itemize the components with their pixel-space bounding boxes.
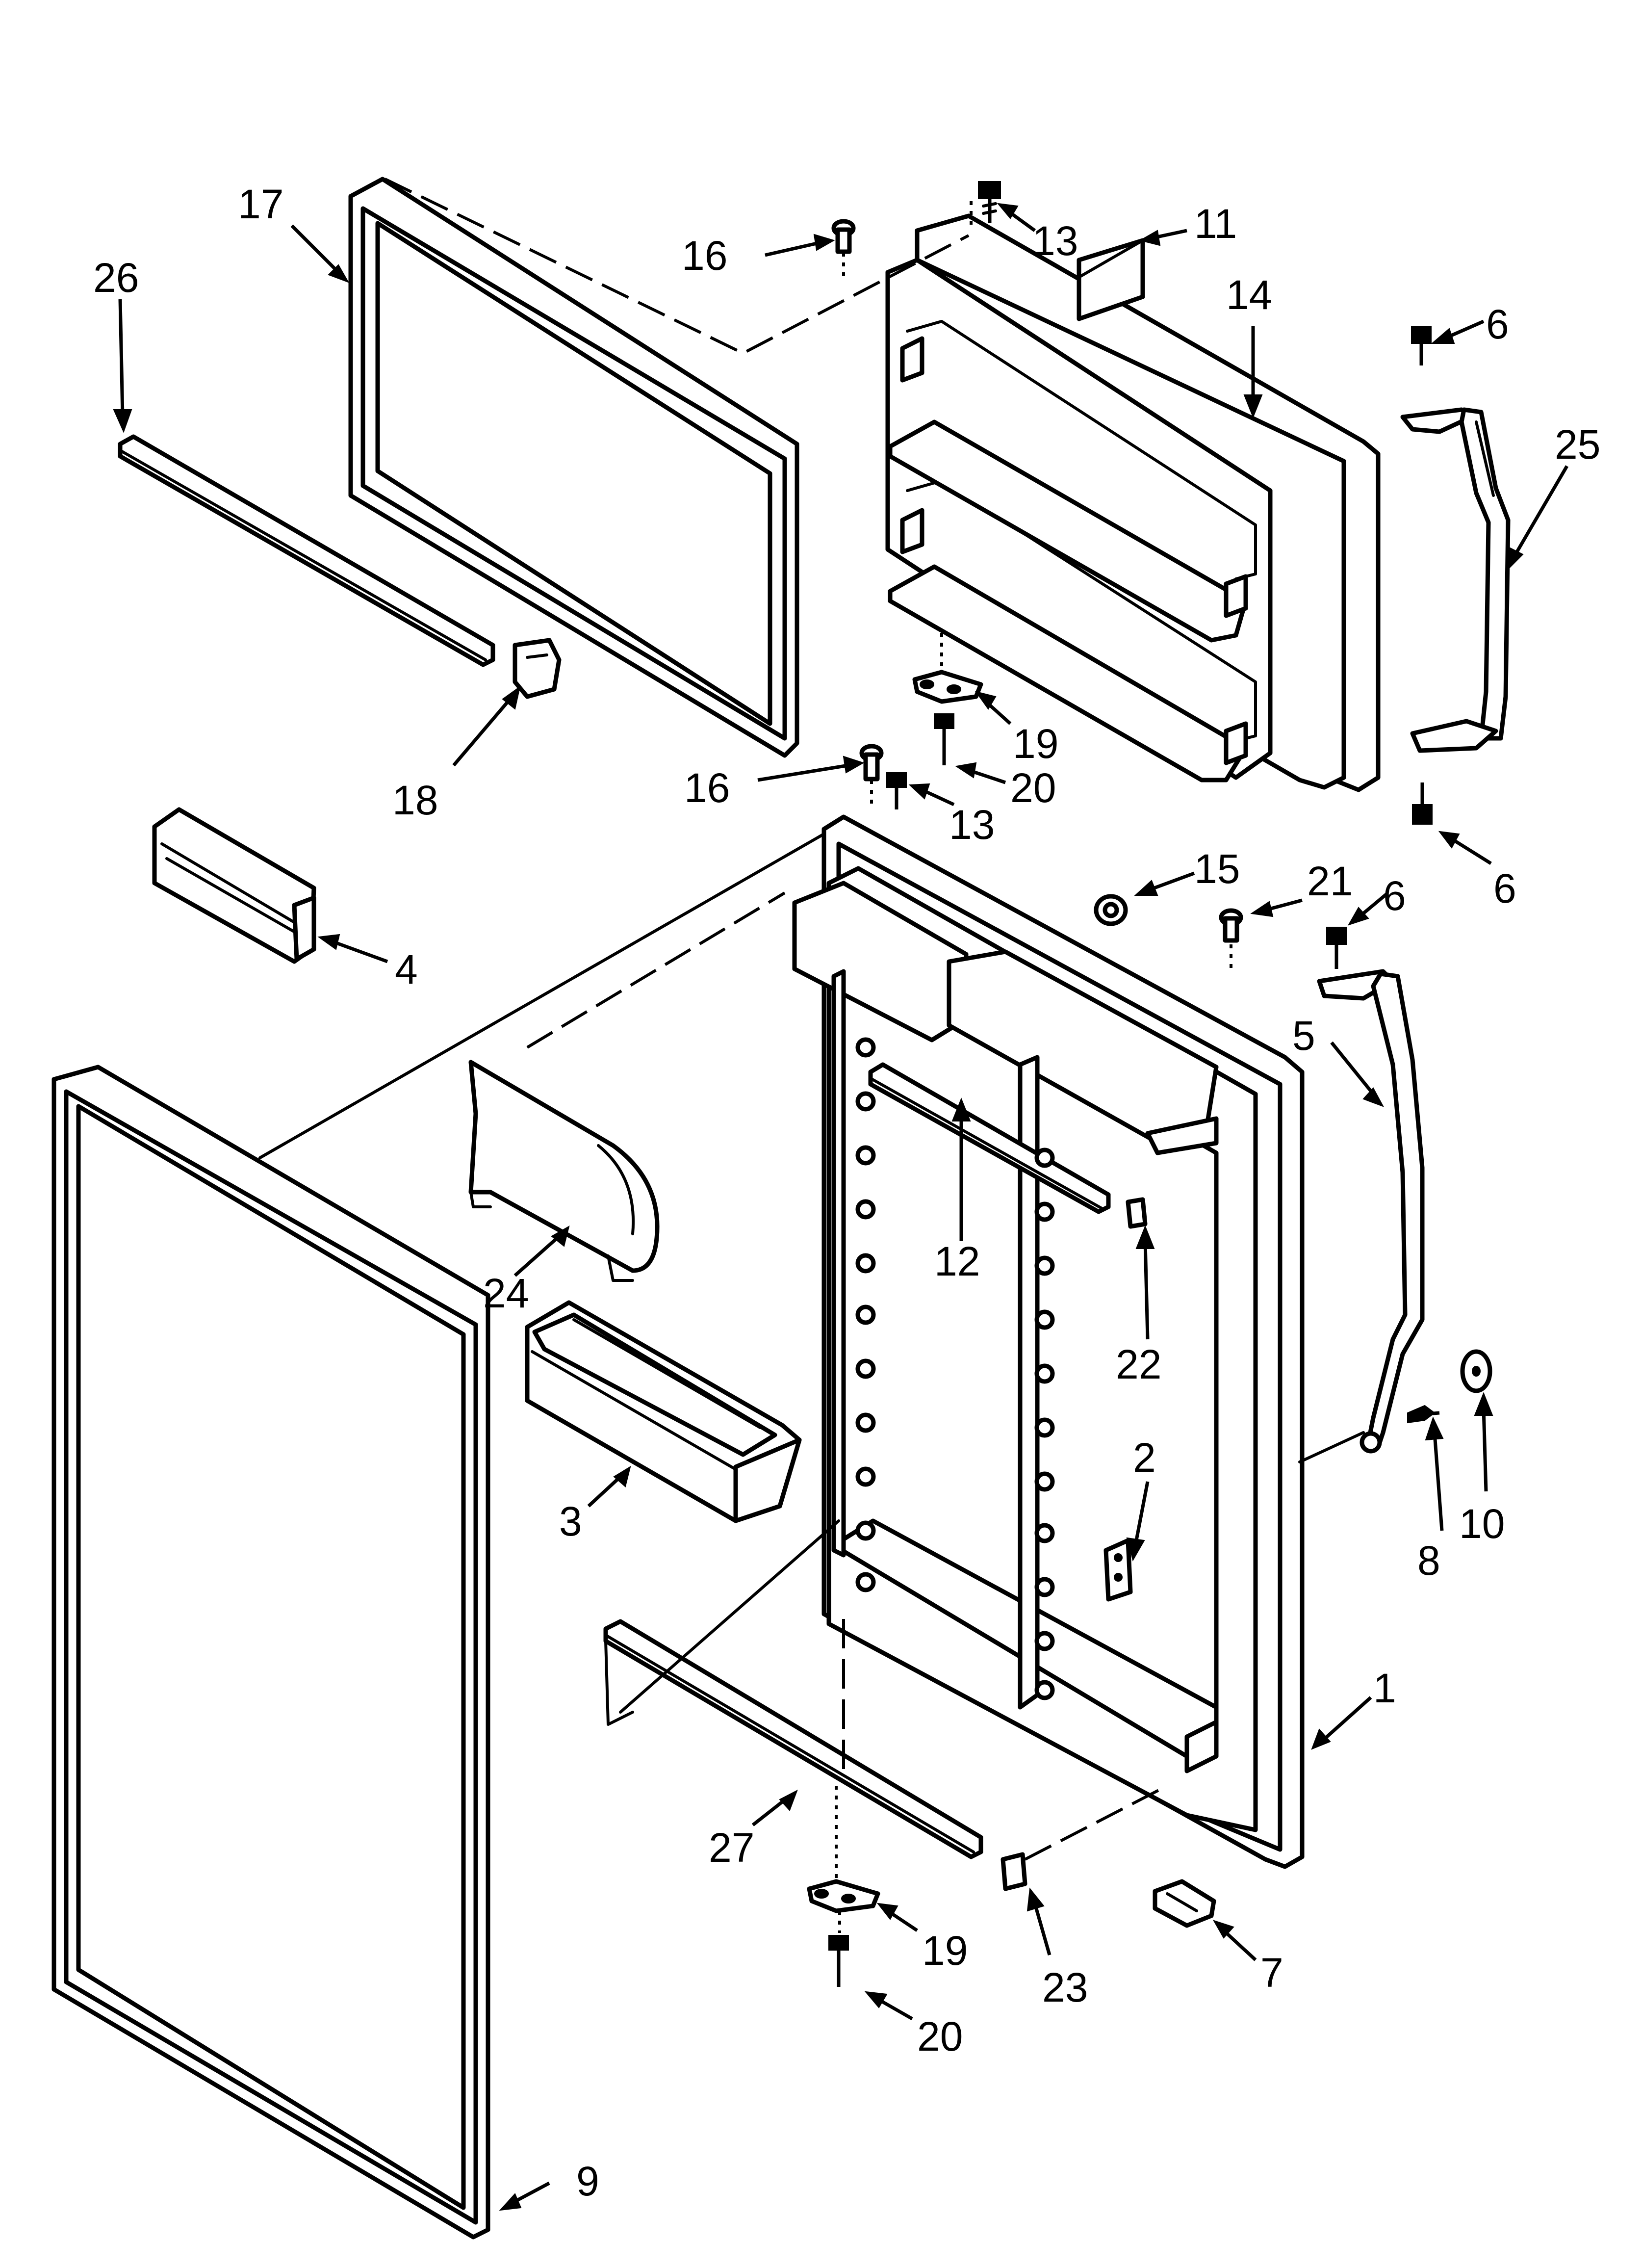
callout-16: 16: [682, 233, 727, 279]
callout-17: 17: [238, 181, 283, 227]
callout-19: 19: [922, 1928, 968, 1974]
callout-6: 6: [1383, 873, 1406, 919]
part-5-refrigerator-door-handle: [1317, 969, 1425, 1454]
part-6-screw-c: [1326, 927, 1347, 969]
part-24-dairy-door: [468, 1060, 660, 1282]
callout-24: 24: [483, 1270, 529, 1316]
callout-6: 6: [1493, 865, 1516, 912]
callout-12: 12: [934, 1238, 980, 1284]
part-16-plug-top: [831, 201, 973, 280]
part-4-shelf-front: [152, 807, 316, 964]
part-22-trim-end-cap: [1126, 1197, 1148, 1229]
callout-20: 20: [1010, 765, 1056, 811]
callout-21: 21: [1307, 858, 1353, 904]
part-12-door-shelf-trim: [868, 1062, 1111, 1214]
callout-15: 15: [1194, 846, 1240, 892]
guide-lines: [258, 239, 1365, 1714]
callout-26: 26: [93, 255, 139, 301]
part-16-plug-middle: [859, 744, 884, 809]
part-6-screw-a: [1411, 326, 1432, 365]
callout-7: 7: [1260, 1950, 1283, 1996]
callout-9: 9: [576, 2158, 599, 2204]
part-21-plug: [1219, 908, 1243, 974]
callout-4: 4: [395, 946, 418, 992]
callout-1: 1: [1373, 1665, 1396, 1711]
leader-arrows: [113, 203, 1569, 2211]
callout-6: 6: [1486, 301, 1509, 347]
callout-3: 3: [559, 1498, 582, 1544]
callout-27: 27: [709, 1825, 754, 1871]
part-1-refrigerator-door: [792, 814, 1305, 1869]
callout-14: 14: [1226, 272, 1272, 318]
callout-13: 13: [1032, 218, 1078, 264]
callout-labels: 17 26 16 13 11 14 6 25 18 19 16 20 13 6 …: [93, 181, 1600, 2204]
callout-2: 2: [1133, 1434, 1156, 1481]
part-20-screw-top: [934, 713, 954, 765]
door-liner-dimples: [855, 1037, 1055, 1700]
callout-8: 8: [1417, 1538, 1440, 1584]
callout-25: 25: [1555, 421, 1600, 468]
callout-20: 20: [917, 2013, 963, 2059]
part-13-screw-middle: [886, 772, 907, 809]
part-7-hinge-bracket: [1153, 1879, 1216, 1928]
callout-11: 11: [1194, 201, 1237, 247]
part-3-door-bin: [525, 1300, 802, 1523]
part-10-screw-cover: [1460, 1349, 1492, 1393]
callout-23: 23: [1042, 1964, 1088, 2010]
callout-18: 18: [392, 777, 438, 823]
part-8-handle-screw: [1407, 1405, 1440, 1424]
part-11-label: [1077, 238, 1145, 321]
callout-16: 16: [684, 765, 730, 811]
part-14-freezer-door-liner: [885, 213, 1381, 792]
part-20-screw-bottom: [828, 1911, 849, 1987]
part-25-freezer-door-handle: [1400, 407, 1511, 753]
callout-10: 10: [1459, 1501, 1505, 1547]
part-19-hinge-bottom: [807, 1786, 880, 1913]
part-6-screw-b: [1412, 782, 1433, 825]
part-15-plug-button: [1094, 894, 1128, 926]
callout-19: 19: [1013, 721, 1058, 767]
callout-13: 13: [949, 802, 995, 848]
part-9-refrigerator-door-gasket: [51, 1065, 490, 2240]
part-19-hinge-top: [912, 633, 983, 704]
part-17-freezer-door-gasket: [348, 177, 799, 758]
callout-22: 22: [1116, 1341, 1161, 1387]
part-13-screw-top: [978, 181, 1001, 223]
part-26-freezer-door-trim: [118, 434, 495, 667]
part-2-door-stop-bracket: [1103, 1538, 1133, 1602]
part-23-trim-end-cap: [1001, 1852, 1027, 1891]
part-18-trim-end-cap: [513, 638, 562, 699]
callout-5: 5: [1292, 1013, 1315, 1059]
